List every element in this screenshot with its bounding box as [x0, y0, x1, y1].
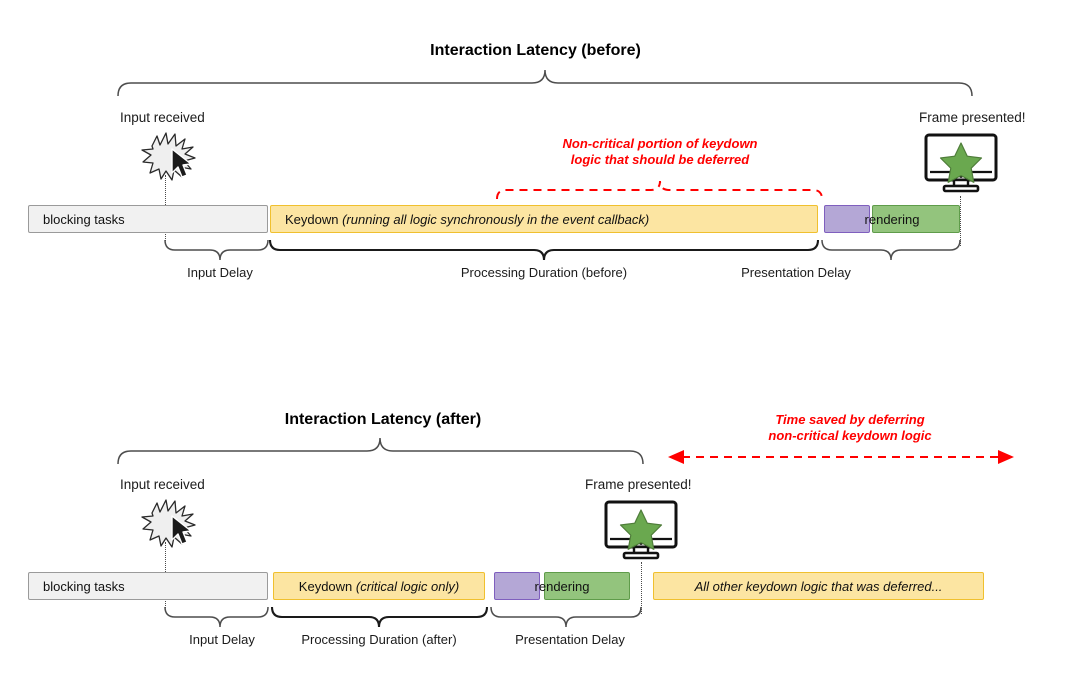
- after-brace-presentation-delay: [490, 606, 642, 628]
- after-annotation-note: Time saved by deferring non-critical key…: [690, 412, 1010, 445]
- after-bar-blocking-tasks[interactable]: blocking tasks: [28, 572, 268, 600]
- mouse-cursor-icon: [171, 515, 192, 545]
- star-icon: [619, 509, 663, 550]
- monitor-icon: [604, 500, 678, 560]
- before-input-icon-group: [140, 128, 202, 184]
- after-brace-input-delay: [164, 606, 269, 628]
- before-brace-presentation-delay: [821, 239, 961, 261]
- before-frame-presented-caption: Frame presented!: [919, 110, 1026, 125]
- after-frame-dotline: [641, 562, 642, 614]
- after-keydown-label-italic: (critical logic only): [355, 578, 460, 594]
- before-brace-processing-duration: [268, 239, 820, 261]
- before-keydown-label-italic: (running all logic synchronously in the …: [342, 211, 650, 227]
- before-brace-label-input-delay: Input Delay: [187, 265, 253, 280]
- before-bar-keydown[interactable]: Keydown (running all logic synchronously…: [270, 205, 818, 233]
- starburst-icon: [141, 132, 196, 181]
- monitor-icon: [924, 133, 998, 193]
- before-bar-blocking-tasks[interactable]: blocking tasks: [28, 205, 268, 233]
- after-keydown-label: Keydown (critical logic only): [299, 580, 459, 593]
- after-frame-icon-group: [600, 500, 682, 562]
- before-frame-icon-group: [920, 133, 1002, 195]
- before-brace-input-delay: [164, 239, 269, 261]
- after-annotation-line2: non-critical keydown logic: [768, 428, 932, 444]
- before-top-brace: [117, 69, 973, 97]
- diagram-before-title: Interaction Latency (before): [430, 42, 641, 59]
- before-brace-label-presentation-delay: Presentation Delay: [741, 265, 851, 280]
- before-frame-dotline: [960, 196, 961, 246]
- after-blocking-tasks-label: blocking tasks: [43, 578, 125, 594]
- after-brace-label-processing-duration: Processing Duration (after): [301, 632, 457, 647]
- after-bar-keydown[interactable]: Keydown (critical logic only): [273, 572, 485, 600]
- before-bar-composite[interactable]: [872, 205, 960, 233]
- after-rendering-label: rendering: [534, 579, 590, 594]
- after-input-received-caption: Input received: [120, 477, 205, 492]
- before-blocking-tasks-label: blocking tasks: [43, 211, 125, 227]
- after-top-brace: [117, 437, 644, 465]
- before-annotation-line1: Non-critical portion of keydown: [562, 136, 758, 151]
- after-brace-processing-duration: [270, 606, 489, 628]
- before-keydown-label: Keydown (running all logic synchronously…: [285, 213, 649, 226]
- after-bar-composite[interactable]: [544, 572, 630, 600]
- star-icon: [939, 142, 983, 183]
- before-input-received-caption: Input received: [120, 110, 205, 125]
- before-red-dashed-brace: [496, 180, 823, 200]
- before-rendering-label: rendering: [864, 212, 920, 227]
- after-annotation-line1: Time saved by deferring: [775, 412, 925, 427]
- after-input-icon-group: [140, 495, 202, 551]
- before-brace-label-processing-duration: Processing Duration (before): [460, 265, 628, 280]
- before-keydown-label-plain: Keydown: [285, 211, 343, 227]
- after-bar-paint[interactable]: [494, 572, 540, 600]
- after-brace-label-presentation-delay: Presentation Delay: [515, 632, 625, 647]
- after-time-saved-arrow-head-left: [668, 450, 684, 464]
- diagram-after-title: Interaction Latency (after): [284, 411, 482, 428]
- before-annotation-note: Non-critical portion of keydown logic th…: [500, 136, 820, 169]
- after-keydown-label-plain: Keydown: [298, 578, 356, 594]
- mouse-cursor-icon: [171, 148, 192, 178]
- after-bar-deferred-keydown[interactable]: All other keydown logic that was deferre…: [653, 572, 984, 600]
- after-frame-presented-caption: Frame presented!: [585, 477, 692, 492]
- before-annotation-line2: logic that should be deferred: [570, 152, 750, 168]
- after-deferred-label: All other keydown logic that was deferre…: [694, 578, 943, 594]
- after-brace-label-input-delay: Input Delay: [189, 632, 255, 647]
- starburst-icon: [141, 499, 196, 548]
- before-bar-paint[interactable]: [824, 205, 870, 233]
- after-time-saved-arrow-head-right: [998, 450, 1014, 464]
